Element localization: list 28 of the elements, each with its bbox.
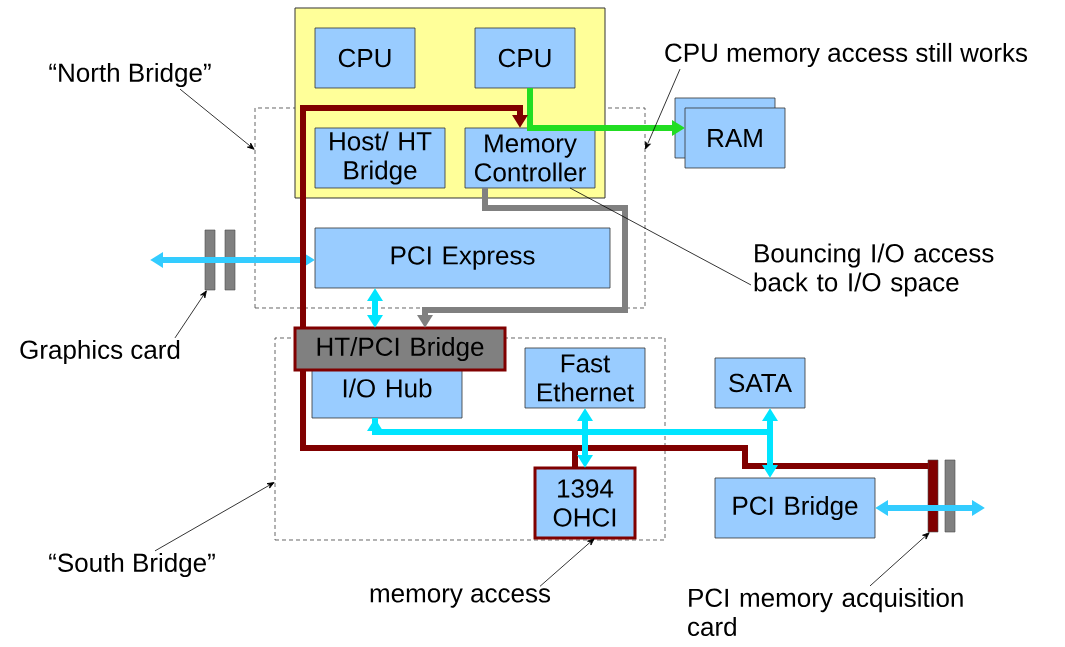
leader-line	[869, 532, 930, 587]
component-box: 1394 OHCI	[533, 466, 637, 540]
callout-text: PCI memory acquisition card	[688, 587, 963, 637]
leader-line	[569, 187, 752, 286]
leader-line	[154, 482, 275, 552]
leader-line	[645, 68, 681, 150]
callout-text: Graphics card	[20, 339, 180, 365]
component-box: Fast Ethernet	[524, 347, 646, 409]
callout-text: CPU memory access still works	[665, 42, 1028, 68]
component-box: CPU	[474, 27, 576, 89]
leader-line	[179, 88, 255, 150]
card-connector-drawing	[204, 229, 236, 291]
callout-text: “South Bridge”	[49, 552, 215, 578]
component-box: HT/PCI Bridge	[293, 326, 507, 372]
component-box: Host/ HT Bridge	[314, 127, 446, 189]
callout-text: Bouncing I/O access back to I/O space	[754, 243, 994, 297]
callout-text: memory access	[370, 588, 551, 608]
leader-line	[539, 538, 595, 587]
memory-stack-box: RAM	[674, 97, 786, 169]
component-box: Memory Controller	[464, 127, 596, 189]
card-connector-drawing	[927, 459, 956, 533]
callout-text: “North Bridge”	[49, 62, 211, 88]
leader-line	[174, 290, 207, 339]
component-box: SATA	[714, 357, 806, 409]
component-box: CPU	[314, 27, 416, 89]
component-box: PCI Bridge	[714, 477, 876, 539]
data-path-arrow	[300, 105, 528, 328]
component-box: PCI Express	[314, 227, 611, 289]
